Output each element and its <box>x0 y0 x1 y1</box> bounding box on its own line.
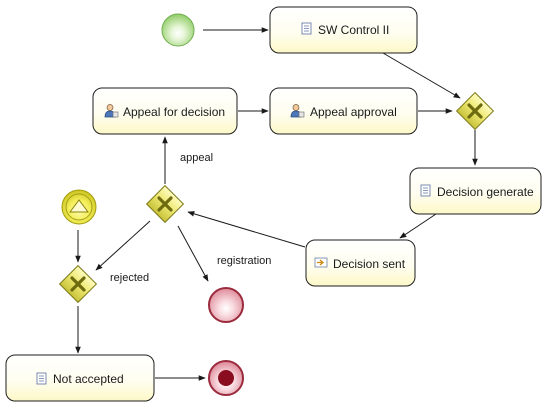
signal-icon <box>69 199 89 213</box>
script-task-icon <box>301 22 312 35</box>
user-task-icon <box>290 104 305 118</box>
task-appeal-approval-label: Appeal approval <box>310 105 397 119</box>
intermediate-event[interactable] <box>61 189 97 225</box>
send-task-icon <box>314 257 328 268</box>
task-appeal-for-decision[interactable]: Appeal for decision <box>92 87 238 135</box>
task-sw-control-label: SW Control II <box>318 23 389 37</box>
terminate-icon <box>218 370 234 386</box>
edge-gateway-rejected[interactable] <box>95 220 151 271</box>
user-task-icon <box>104 104 119 118</box>
edge-label-rejected: rejected <box>110 272 149 284</box>
exclusive-gateway-main[interactable] <box>455 91 495 131</box>
edge-gateway-registration[interactable] <box>177 225 209 282</box>
exclusive-gateway-rejected[interactable] <box>58 264 98 304</box>
task-appeal-for-decision-label: Appeal for decision <box>123 105 225 119</box>
script-task-icon <box>420 184 431 197</box>
edge-sw-control-to-gateway[interactable] <box>382 52 461 99</box>
terminate-end-event[interactable] <box>208 360 244 396</box>
task-decision-generate-label: Decision generate <box>437 185 534 199</box>
task-not-accepted[interactable]: Not accepted <box>5 354 155 402</box>
task-not-accepted-label: Not accepted <box>53 372 124 386</box>
task-decision-sent-label: Decision sent <box>333 257 406 271</box>
edge-decision-generate-to-decision-sent[interactable] <box>399 213 437 239</box>
edge-label-appeal: appeal <box>180 152 213 164</box>
end-event[interactable] <box>208 287 244 323</box>
start-event[interactable] <box>161 13 195 47</box>
exclusive-gateway-appeal-decision[interactable] <box>145 184 185 224</box>
script-task-icon <box>36 372 47 385</box>
edges <box>75 27 478 381</box>
task-sw-control[interactable]: SW Control II <box>269 6 418 54</box>
edge-label-registration: registration <box>217 255 271 267</box>
task-decision-generate[interactable]: Decision generate <box>409 167 542 215</box>
task-appeal-approval[interactable]: Appeal approval <box>269 87 418 135</box>
edge-decision-sent-to-gateway[interactable] <box>187 211 306 248</box>
task-decision-sent[interactable]: Decision sent <box>305 239 416 287</box>
